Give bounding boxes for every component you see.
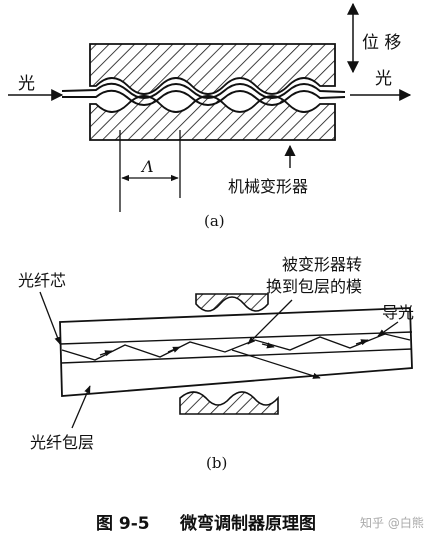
core-label: 光纤芯 [18,271,66,290]
figure-a: 光 光 位 移 Λ 机械变形器 (a) [8,2,412,230]
mode-label-line2: 换到包层的模 [266,277,362,296]
fiber-a-bottom-edge [62,89,346,106]
ray-arrow-1 [99,350,113,357]
cladding-pointer [71,385,91,429]
fiber-a-top-edge [61,82,346,99]
sub-label-b: (b) [206,454,227,472]
caption-title: 微弯调制器原理图 [179,513,316,534]
figure-b: 光纤芯 被变形器转 换到包层的模 导光 光纤包层 (b) [18,255,414,472]
guided-pointer [377,321,399,337]
core-pointer [39,291,61,345]
fiber-b-outline [59,307,413,397]
core-top-boundary [59,331,413,345]
light-out-label: 光 [375,69,392,89]
core-bottom-boundary [60,348,413,364]
deformer-label: 机械变形器 [228,177,308,196]
mode-label-line1: 被变形器转 [282,255,362,274]
caption-number: 图 9-5 [96,514,150,534]
ray-arrow-3 [261,342,275,349]
watermark: 知乎 @白熊 [360,515,424,530]
cladding-mode-ray [231,349,321,379]
ray-arrow-4 [355,339,369,346]
light-in-label: 光 [18,74,35,94]
mode-pointer [247,299,293,345]
period-symbol: Λ [140,157,154,176]
displacement-label: 位 移 [362,33,401,53]
lower-small-deformer [179,391,279,415]
cladding-label: 光纤包层 [30,433,94,452]
upper-deformer-jaw [89,43,336,95]
guided-ray-path [61,333,411,361]
guided-label: 导光 [382,303,414,322]
ray-arrow-2 [167,346,181,353]
lower-deformer-jaw [89,95,336,141]
upper-small-deformer [195,293,269,312]
sub-label-a: (a) [204,212,225,230]
